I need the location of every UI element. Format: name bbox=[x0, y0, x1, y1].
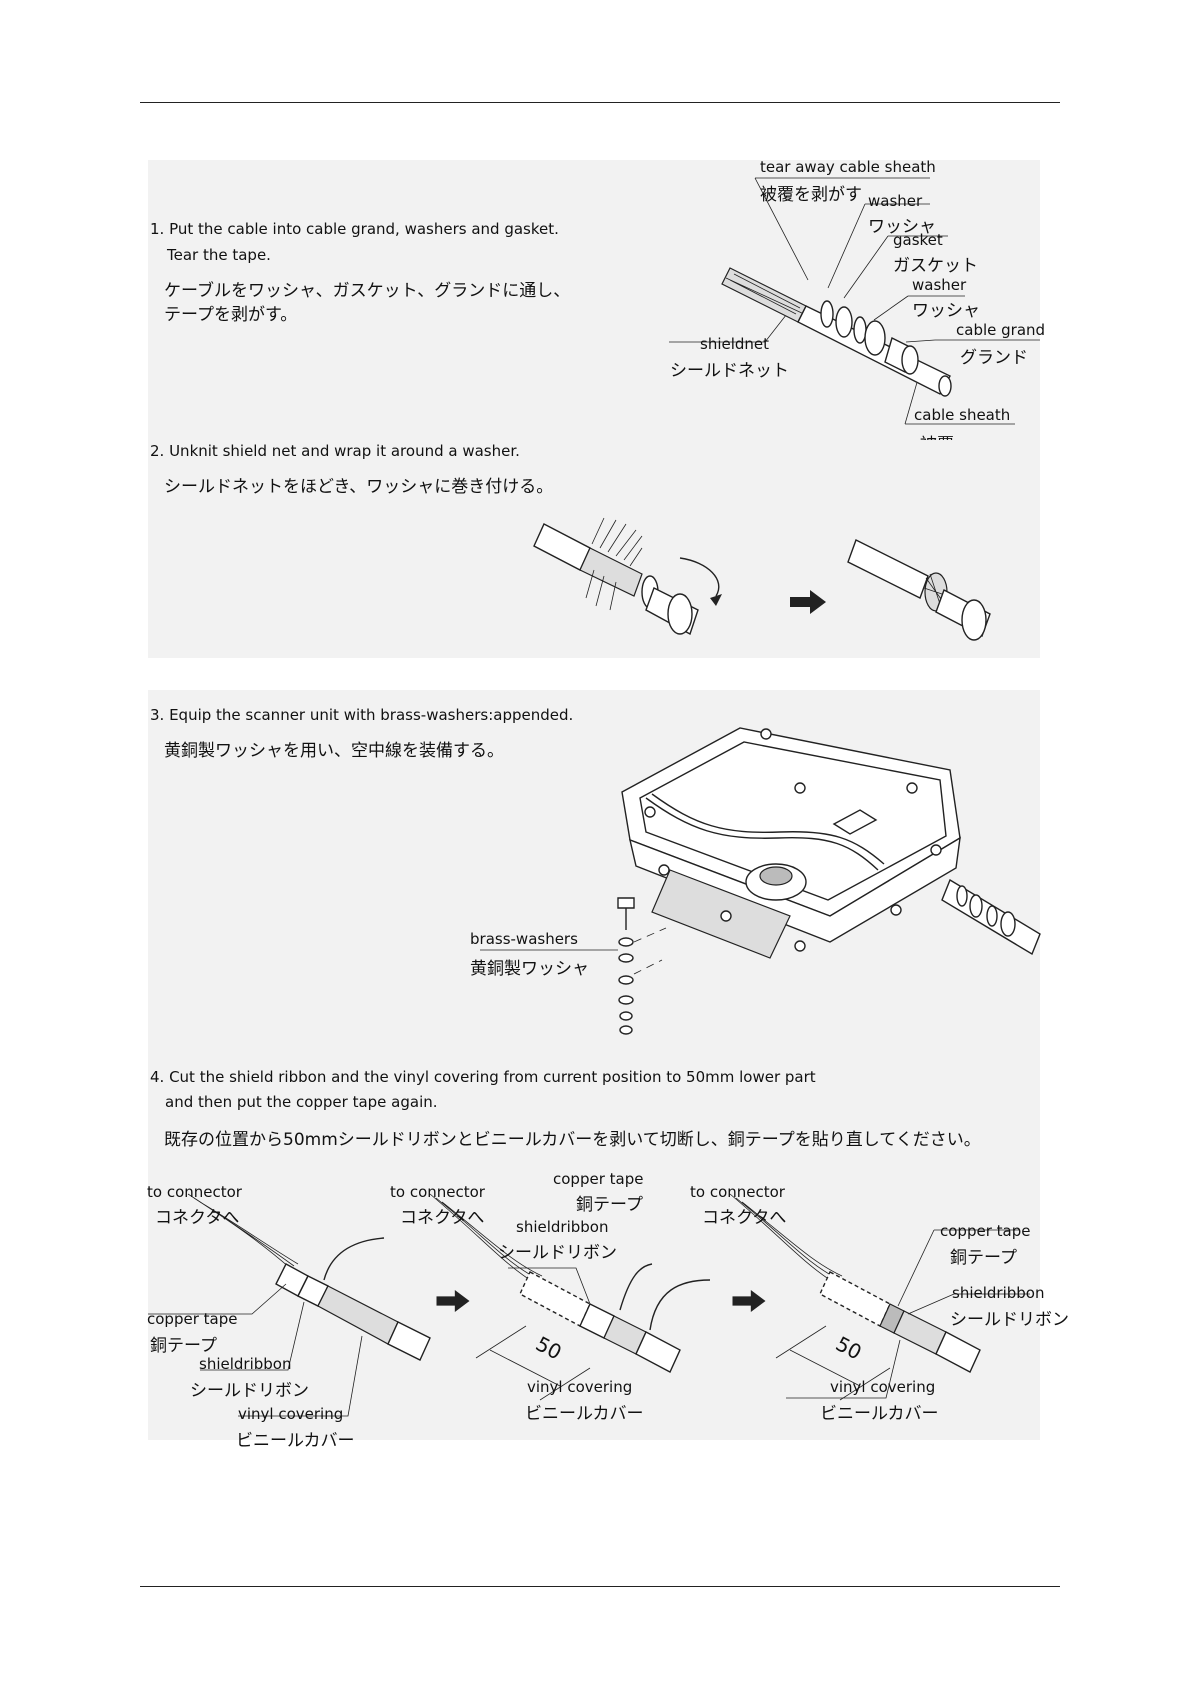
label-shieldnet-en: shieldnet bbox=[700, 335, 770, 353]
label-shieldnet-jp: シールドネット bbox=[670, 361, 789, 381]
step4-en-line1: 4. Cut the shield ribbon and the vinyl c… bbox=[150, 1068, 816, 1086]
step1-cable-gland-figure bbox=[669, 177, 1040, 425]
arrow-right-icon bbox=[436, 1290, 470, 1312]
step4-en-line2: and then put the copper tape again. bbox=[165, 1093, 438, 1111]
step1-panel bbox=[148, 160, 1040, 440]
step4-figure3 bbox=[729, 1193, 1030, 1401]
label-sheath-en: cable sheath bbox=[914, 406, 1011, 424]
step3-jp-line1: 黄銅製ワッシャを用い、空中線を装備する。 bbox=[164, 741, 504, 761]
label-washer1-en: washer bbox=[868, 192, 923, 210]
label-gasket-en: gasket bbox=[893, 231, 943, 249]
fig1-vinyl-en: vinyl covering bbox=[238, 1405, 344, 1423]
fig2-ribbon-en: shieldribbon bbox=[516, 1218, 609, 1236]
fig2-vinyl-en: vinyl covering bbox=[527, 1378, 633, 1396]
fig1-to-connector-jp: コネクタへ bbox=[155, 1208, 240, 1228]
fig2-copper-en: copper tape bbox=[553, 1170, 644, 1188]
arrow-right-icon bbox=[732, 1290, 766, 1312]
label-grand-en: cable grand bbox=[956, 321, 1046, 339]
fig2-copper-jp: 銅テープ bbox=[576, 1195, 643, 1215]
fig1-ribbon-en: shieldribbon bbox=[199, 1355, 292, 1373]
fig3-to-connector-jp: コネクタへ bbox=[702, 1208, 787, 1228]
step3-scanner-unit-figure bbox=[480, 727, 1041, 1035]
label-washer1-jp: ワッシャ bbox=[868, 217, 936, 237]
fig1-to-connector-en: to connector bbox=[147, 1183, 242, 1201]
label-grand-jp: グランド bbox=[960, 348, 1028, 368]
step1-jp-line1: ケーブルをワッシャ、ガスケット、グランドに通し、 bbox=[164, 281, 571, 301]
fig1-ribbon-jp: シールドリボン bbox=[190, 1381, 309, 1401]
arrow-right-icon bbox=[790, 590, 826, 614]
fig3-vinyl-jp: ビニールカバー bbox=[820, 1404, 939, 1424]
label-brass-jp: 黄銅製ワッシャ bbox=[470, 959, 589, 979]
fig3-ribbon-en: shieldribbon bbox=[952, 1284, 1045, 1302]
step4-figure1 bbox=[148, 1193, 431, 1417]
label-washer2-jp: ワッシャ bbox=[912, 301, 980, 321]
fig3-vinyl-en: vinyl covering bbox=[830, 1378, 936, 1396]
fig3-ribbon-jp: シールドリボン bbox=[950, 1310, 1069, 1330]
label-washer2-en: washer bbox=[912, 276, 967, 294]
fig2-ribbon-jp: シールドリボン bbox=[498, 1243, 617, 1263]
fig3-to-connector-en: to connector bbox=[690, 1183, 785, 1201]
label-gasket-jp: ガスケット bbox=[893, 256, 978, 276]
step2-en-line1: 2. Unknit shield net and wrap it around … bbox=[150, 442, 520, 460]
label-brass-en: brass-washers bbox=[470, 930, 578, 948]
fig2-vinyl-jp: ビニールカバー bbox=[525, 1404, 644, 1424]
fig1-copper-jp: 銅テープ bbox=[150, 1336, 217, 1356]
fig1-copper-en: copper tape bbox=[147, 1310, 238, 1328]
step1-en-line2: Tear the tape. bbox=[167, 246, 271, 264]
step2-jp-line1: シールドネットをほどき、ワッシャに巻き付ける。 bbox=[164, 477, 554, 497]
label-tear-jp: 被覆を剥がす bbox=[760, 185, 862, 205]
step3-en-line1: 3. Equip the scanner unit with brass-was… bbox=[150, 706, 574, 724]
step2-unknit-figure bbox=[533, 517, 722, 636]
step1-jp-line2: テープを剥がす。 bbox=[164, 305, 298, 325]
step4-jp-line1: 既存の位置から50mmシールドリボンとビニールカバーを剥いて切断し、銅テープを貼… bbox=[164, 1130, 981, 1150]
fig3-copper-jp: 銅テープ bbox=[950, 1248, 1017, 1268]
fig1-vinyl-jp: ビニールカバー bbox=[236, 1431, 355, 1451]
fig2-to-connector-jp: コネクタへ bbox=[400, 1208, 485, 1228]
step4-figure2 bbox=[429, 1193, 711, 1401]
step2-panel bbox=[148, 440, 1040, 658]
footer-rule bbox=[140, 1586, 1060, 1587]
header-rule bbox=[140, 102, 1060, 103]
label-tear-en: tear away cable sheath bbox=[760, 158, 936, 176]
fig3-copper-en: copper tape bbox=[940, 1222, 1031, 1240]
fig2-to-connector-en: to connector bbox=[390, 1183, 485, 1201]
step1-en-line1: 1. Put the cable into cable grand, washe… bbox=[150, 220, 559, 238]
step2-wrapped-figure bbox=[847, 539, 991, 641]
